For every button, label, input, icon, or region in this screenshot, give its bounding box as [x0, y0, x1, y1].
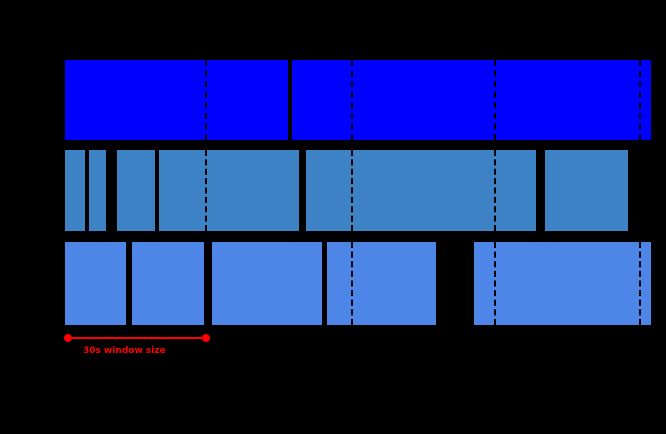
timeline-bar[interactable]	[474, 242, 651, 325]
timeline-bar[interactable]	[117, 150, 155, 231]
window-boundary-line	[639, 60, 641, 140]
timeline-bar[interactable]	[292, 60, 651, 140]
annotation-label: 30s window size	[83, 346, 166, 356]
timeline-bar[interactable]	[327, 242, 436, 325]
annotation-end-dot	[202, 334, 210, 342]
timeline-bar[interactable]	[65, 150, 85, 231]
window-boundary-line	[351, 150, 353, 231]
window-boundary-line	[351, 242, 353, 325]
window-boundary-line	[351, 60, 353, 140]
window-boundary-line	[639, 242, 641, 325]
timeline-bar[interactable]	[132, 242, 204, 325]
window-boundary-line	[205, 150, 207, 231]
y-axis-label-track-2: track-2	[8, 185, 44, 196]
timeline-bar[interactable]	[65, 242, 126, 325]
timeline-bar[interactable]	[212, 242, 322, 325]
window-boundary-line	[494, 242, 496, 325]
timeline-bar[interactable]	[306, 150, 536, 231]
annotation-start-dot	[64, 334, 72, 342]
timeline-bar[interactable]	[65, 60, 288, 140]
y-axis-label-track-1: track-1	[8, 95, 44, 106]
timeline-bar[interactable]	[545, 150, 628, 231]
window-boundary-line	[494, 60, 496, 140]
window-boundary-line	[494, 150, 496, 231]
window-boundary-line	[205, 60, 207, 140]
y-axis-label-track-3: track-3	[8, 278, 44, 289]
annotation-bracket-line	[68, 337, 206, 339]
timeline-bar[interactable]	[89, 150, 106, 231]
timeline-bar[interactable]	[159, 150, 299, 231]
